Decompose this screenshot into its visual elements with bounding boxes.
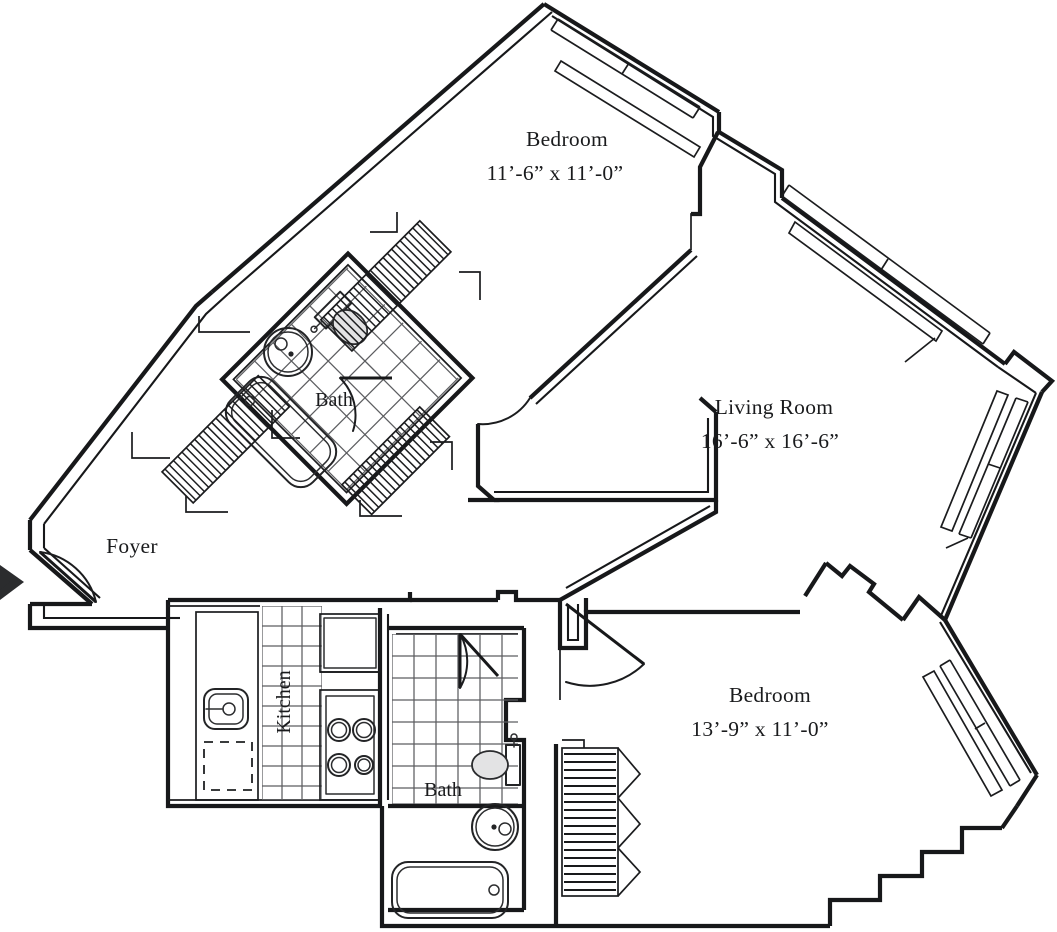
bath-upper-label: Bath (315, 389, 353, 411)
living-room-label: Living Room (715, 395, 834, 419)
bath2-sink-fixture (471, 803, 519, 851)
foyer-label: Foyer (106, 534, 158, 558)
kitchen-label: Kitchen (273, 670, 295, 733)
bath2-door (458, 632, 500, 689)
window-group (550, 18, 1029, 798)
bath1-sink-fixture (263, 327, 313, 377)
kitchen-sink-fixture (203, 688, 249, 730)
bifold-chevron-1 (617, 747, 642, 799)
window-living-a (781, 184, 991, 345)
closet-foyer-hatched (131, 374, 291, 513)
living-room-niche (904, 337, 969, 549)
bifold-chevron-3 (617, 847, 642, 897)
bath-lower-tile-floor (392, 634, 518, 804)
kitchen-dishwasher-fixture (203, 741, 253, 791)
window-bedroom2-a (921, 659, 1021, 798)
window-bedroom1-a (550, 18, 702, 159)
bedroom1-dimensions: 11’-6” x 11’-0” (487, 161, 624, 185)
bath1-door (339, 376, 392, 432)
kitchen-range-fixture (319, 689, 381, 801)
closet-rod-hatching (564, 753, 616, 891)
room-labels: Bedroom 11’-6” x 11’-0” Living Room 16’-… (106, 127, 839, 801)
entry-door (39, 550, 97, 604)
window-living-b (939, 389, 1029, 539)
bedroom1-label: Bedroom (526, 127, 608, 151)
exterior-walls (27, 2, 1056, 929)
bath-lower-group (391, 632, 521, 919)
bath2-bathtub-fixture (391, 861, 509, 919)
living-room-door-bedroom2 (559, 602, 645, 700)
closet-bedroom1-hatched (319, 212, 481, 353)
closet-bedroom2-bifold (553, 739, 642, 904)
living-room-door-bedroom1 (477, 397, 531, 426)
bath-lower-label: Bath (424, 779, 462, 801)
kitchen-tile-floor (262, 606, 322, 800)
living-room-dimensions: 16’-6” x 16’-6” (701, 429, 839, 453)
kitchen-counter-left (195, 611, 259, 801)
bedroom2-label: Bedroom (729, 683, 811, 707)
entry-direction-arrow (0, 565, 24, 600)
bedroom2-dimensions: 13’-9” x 11’-0” (691, 717, 828, 741)
closet-hall-hatched (340, 405, 453, 517)
kitchen-group (195, 606, 381, 801)
bifold-chevron-2 (617, 797, 642, 849)
bath2-toilet-fixture (471, 733, 521, 786)
